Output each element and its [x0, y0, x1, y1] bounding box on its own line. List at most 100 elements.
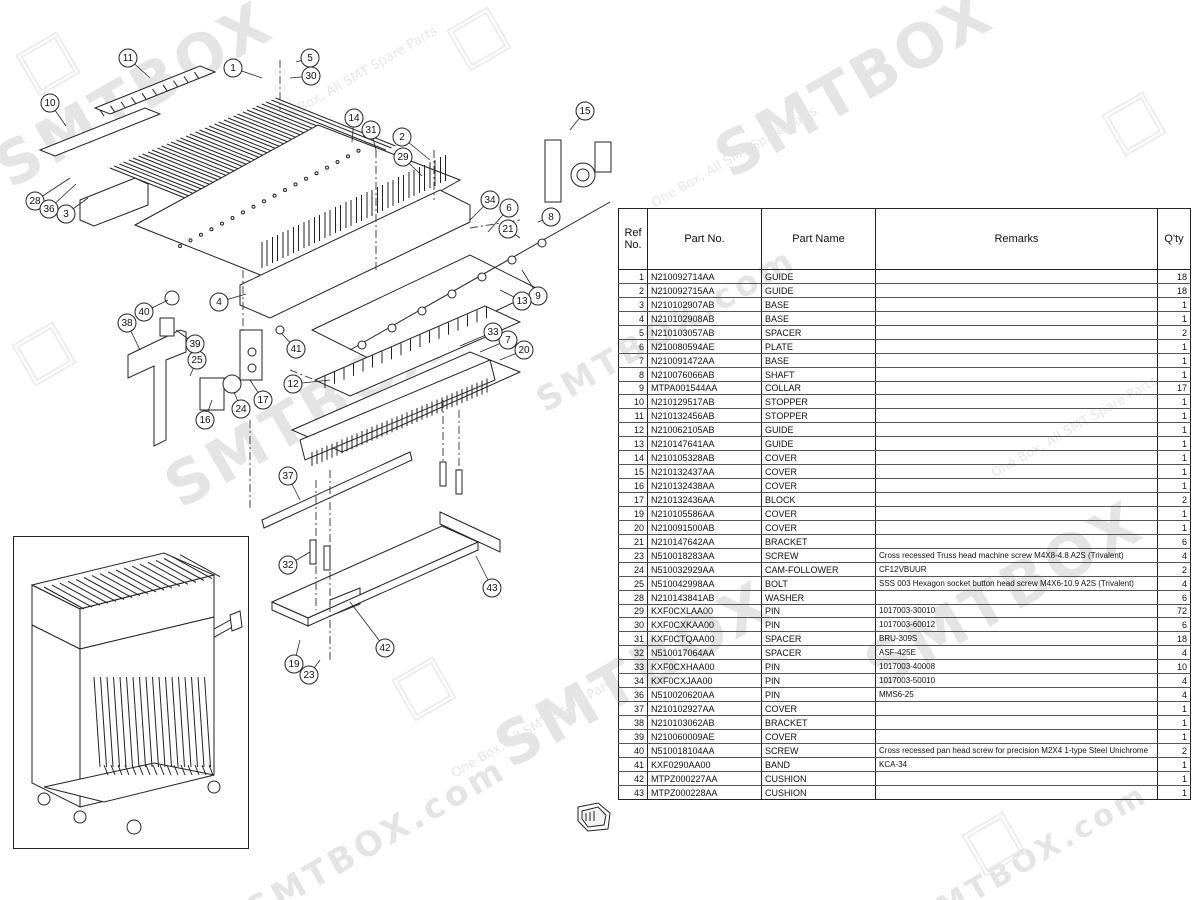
callout-label: 36: [43, 204, 55, 215]
ref-cell: 8: [618, 367, 648, 382]
callout-label: 20: [518, 345, 530, 356]
part-no-cell: KXF0CXLAA00: [647, 604, 762, 619]
part-no-cell: N210062105AB: [647, 422, 762, 438]
part-no-cell: N210076066AB: [647, 367, 762, 382]
part-name-cell: BASE: [761, 297, 876, 312]
remarks-cell: 1017003-30010: [875, 604, 1158, 619]
remarks-cell: CF12VBUUR: [875, 562, 1158, 577]
qty-cell: 1: [1157, 757, 1191, 772]
remarks-cell: MMS6-25: [875, 687, 1158, 703]
callout-label: 32: [282, 560, 294, 571]
part-name-cell: BOLT: [761, 576, 876, 591]
ref-cell: 43: [618, 785, 648, 800]
callout-label: 33: [487, 327, 499, 338]
callout-label: 12: [287, 379, 299, 390]
ref-cell: 20: [618, 520, 648, 535]
spacer-32c: [439, 461, 447, 487]
callout-balloon: 5: [300, 48, 320, 68]
remarks-cell: [875, 339, 1158, 354]
collar-40: [164, 290, 180, 306]
ref-cell: 32: [618, 645, 648, 661]
ref-cell: 14: [618, 450, 648, 466]
watermark-tagline: One Box, All SMT Spare Parts: [648, 103, 821, 212]
callout-balloon: 25: [187, 350, 207, 370]
callout-balloon: 12: [283, 374, 303, 394]
part-name-cell: SPACER: [761, 645, 876, 661]
stopper-comb-rail-11: [93, 65, 217, 117]
remarks-cell: Cross recessed pan head screw for precis…: [875, 743, 1158, 758]
ref-cell: 21: [618, 534, 648, 549]
callout-label: 9: [535, 291, 541, 302]
callout-label: 37: [282, 471, 294, 482]
callout-label: 2: [399, 132, 405, 143]
callout-balloon: 42: [375, 638, 395, 658]
block-17: [239, 329, 263, 381]
bracket-38: [127, 329, 187, 447]
part-name-cell: BAND: [761, 757, 876, 772]
callout-balloon: 11: [118, 48, 138, 68]
header-remarks: Remarks: [875, 208, 1158, 270]
remarks-cell: [875, 408, 1158, 424]
qty-cell: 18: [1157, 283, 1191, 298]
callout-balloon: 13: [512, 291, 532, 311]
callout-balloon: 34: [480, 190, 500, 210]
callout-balloon: 6: [499, 198, 519, 218]
callout-label: 6: [506, 203, 512, 214]
ref-cell: 29: [618, 604, 648, 619]
part-name-cell: COVER: [761, 520, 876, 535]
ref-cell: 37: [618, 701, 648, 716]
callout-label: 8: [548, 212, 554, 223]
callout-label: 42: [379, 643, 391, 654]
part-no-cell: N510020620AA: [647, 687, 762, 703]
callout-label: 30: [305, 71, 317, 82]
callout-label: 40: [138, 307, 150, 318]
part-no-cell: N210091500AB: [647, 520, 762, 535]
qty-cell: 1: [1157, 436, 1191, 452]
ref-cell: 17: [618, 492, 648, 507]
remarks-cell: SSS 003 Hexagon socket button head screw…: [875, 576, 1158, 591]
cushion-43: [439, 511, 501, 553]
part-no-cell: N210092714AA: [647, 269, 762, 284]
qty-cell: 2: [1157, 743, 1191, 758]
part-no-cell: N210129517AB: [647, 394, 762, 410]
part-name-cell: COVER: [761, 729, 876, 744]
part-name-cell: CUSHION: [761, 771, 876, 786]
callout-balloon: 23: [299, 665, 319, 685]
qty-cell: 1: [1157, 478, 1191, 493]
remarks-cell: [875, 701, 1158, 716]
part-no-cell: N210132438AA: [647, 478, 762, 493]
callout-balloon: 41: [286, 339, 306, 359]
part-no-cell: N210132437AA: [647, 464, 762, 480]
callout-balloon: 3: [56, 204, 76, 224]
remarks-cell: [875, 520, 1158, 535]
ref-cell: 41: [618, 757, 648, 772]
part-name-cell: COVER: [761, 506, 876, 521]
callout-label: 14: [348, 113, 360, 124]
part-no-cell: N210147641AA: [647, 436, 762, 452]
part-name-cell: SHAFT: [761, 367, 876, 382]
callout-balloon: 15: [575, 101, 595, 121]
part-name-cell: SCREW: [761, 743, 876, 758]
callout-label: 1: [230, 63, 236, 74]
callout-label: 19: [288, 659, 300, 670]
remarks-cell: BRU-309S: [875, 631, 1158, 647]
band-41: [275, 325, 285, 335]
part-no-cell: N210147642AA: [647, 534, 762, 549]
remarks-cell: [875, 478, 1158, 493]
part-name-cell: PIN: [761, 659, 876, 675]
next-page-hand-icon[interactable]: [574, 801, 614, 833]
